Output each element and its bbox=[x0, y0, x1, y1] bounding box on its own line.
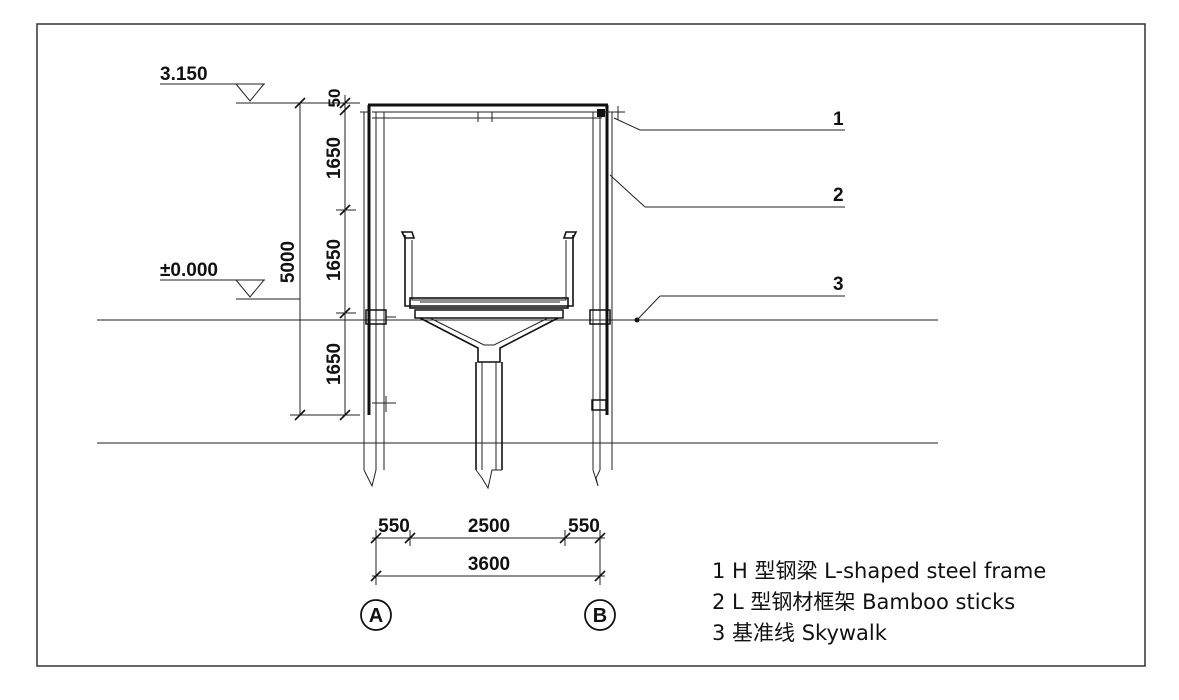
elevation-mark-top: 3.150 bbox=[160, 64, 300, 104]
svg-text:3: 3 bbox=[833, 274, 844, 295]
dim-550-left: 550 bbox=[378, 516, 410, 537]
callout-1: 1 bbox=[613, 109, 845, 131]
vertical-dimension-chain bbox=[290, 95, 360, 421]
walkway-trough bbox=[400, 231, 578, 309]
elevation-label-top: 3.150 bbox=[160, 64, 208, 85]
dim-1650-lower: 1650 bbox=[324, 343, 345, 385]
elevation-mark-zero: ±0.000 bbox=[160, 260, 300, 300]
dim-2500: 2500 bbox=[468, 516, 510, 537]
legend: 1 H 型钢梁 L-shaped steel frame 2 L 型钢材框架 B… bbox=[712, 559, 1046, 645]
drawing-border bbox=[36, 23, 1146, 667]
legend-item-1: 1 H 型钢梁 L-shaped steel frame bbox=[712, 559, 1046, 583]
dim-50: 50 bbox=[325, 89, 344, 108]
dim-1650-upper: 1650 bbox=[324, 137, 345, 179]
horizontal-dimension-chain bbox=[370, 530, 606, 585]
svg-text:A: A bbox=[369, 605, 383, 627]
dim-550-right: 550 bbox=[568, 516, 600, 537]
callout-2: 2 bbox=[609, 174, 845, 208]
elevation-label-zero: ±0.000 bbox=[160, 260, 218, 281]
callout-3: 3 bbox=[634, 274, 845, 323]
svg-text:2: 2 bbox=[833, 185, 844, 206]
dim-3600: 3600 bbox=[468, 554, 510, 575]
svg-text:1: 1 bbox=[833, 109, 844, 130]
dim-1650-middle: 1650 bbox=[324, 239, 345, 281]
steel-frame bbox=[360, 103, 625, 488]
dim-total-height: 5000 bbox=[278, 241, 299, 283]
legend-item-2: 2 L 型钢材框架 Bamboo sticks bbox=[712, 590, 1015, 614]
legend-item-3: 3 基准线 Skywalk bbox=[712, 621, 888, 645]
axis-bubble-a: A bbox=[360, 599, 392, 631]
axis-bubble-b: B bbox=[584, 599, 616, 631]
svg-text:B: B bbox=[593, 605, 607, 627]
center-support bbox=[414, 309, 564, 490]
